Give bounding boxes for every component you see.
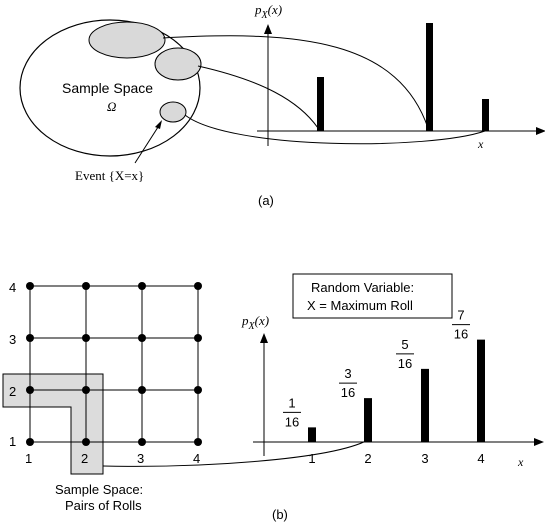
sample-space-pairs-line2: Pairs of Rolls — [65, 498, 142, 513]
pmf-bar-b-4 — [477, 339, 485, 442]
pmf-bar-b-1 — [308, 427, 316, 442]
fraction-denominator-2: 16 — [341, 385, 355, 400]
panel-a: Sample Space Ω Event {X=x} pX(x) x (a) — [19, 2, 545, 208]
sample-space-label: Sample Space — [62, 80, 153, 96]
sample-space-ellipse — [19, 19, 201, 157]
grid-col-label-3: 3 — [137, 451, 144, 466]
pmf-label-b: pX(x) — [241, 313, 269, 332]
event-blob-large — [88, 21, 166, 59]
x-tick-label-b-1: 1 — [308, 451, 315, 466]
roll-grid — [29, 285, 199, 443]
fraction-numerator-4: 7 — [457, 308, 464, 323]
random-variable-line1: Random Variable: — [311, 280, 414, 295]
mapping-curve-b — [102, 439, 369, 467]
pmf-bars-b: 1 1 16 2 3 16 3 5 16 4 7 16 — [283, 308, 485, 466]
event-blob-medium — [154, 47, 202, 81]
caption-b: (b) — [272, 507, 288, 522]
y-axis-a-arrow — [264, 24, 272, 34]
pmf-bar-a-3 — [482, 99, 489, 131]
random-variable-line2: X = Maximum Roll — [307, 298, 413, 313]
event-arrow — [134, 123, 161, 164]
fraction-numerator-2: 3 — [344, 366, 351, 381]
fraction-denominator-3: 16 — [398, 356, 412, 371]
grid-col-label-1: 1 — [25, 451, 32, 466]
fraction-numerator-1: 1 — [288, 395, 295, 410]
random-variable-box — [292, 273, 453, 319]
caption-a: (a) — [258, 193, 274, 208]
event-label: Event {X=x} — [75, 168, 144, 183]
x-tick-label-b-4: 4 — [477, 451, 484, 466]
grid-col-label-2: 2 — [81, 451, 88, 466]
pmf-label-a: pX(x) — [254, 2, 282, 21]
fraction-numerator-3: 5 — [401, 337, 408, 352]
event-blob-small — [159, 101, 187, 123]
x-axis-b-arrow — [534, 438, 544, 446]
panel-b: 4 3 2 1 1 2 3 4 Sample Space: Pairs of R… — [2, 273, 544, 522]
pmf-bar-b-2 — [364, 398, 372, 442]
mapping-curve-3 — [184, 114, 486, 145]
fraction-denominator-1: 16 — [285, 414, 299, 429]
x-axis-a-arrow — [536, 127, 545, 135]
roll-grid-points — [26, 282, 202, 446]
grid-row-label-3: 3 — [9, 332, 16, 347]
x-axis-label-a: x — [477, 137, 484, 151]
x-tick-label-b-3: 3 — [421, 451, 428, 466]
grid-row-label-1: 1 — [9, 434, 16, 449]
pmf-bar-a-2 — [426, 23, 433, 131]
fraction-denominator-4: 16 — [454, 327, 468, 342]
pmf-bar-b-3 — [421, 368, 429, 442]
y-axis-b-arrow — [260, 333, 268, 343]
pmf-bar-a-1 — [317, 77, 324, 131]
event-region-max-2 — [2, 373, 104, 475]
omega-symbol: Ω — [107, 99, 116, 114]
event-arrow-head — [155, 120, 162, 129]
grid-row-label-2: 2 — [9, 384, 16, 399]
grid-col-label-4: 4 — [193, 451, 200, 466]
mapping-curve-2 — [197, 65, 321, 132]
x-axis-label-b: x — [517, 455, 524, 469]
x-tick-label-b-2: 2 — [364, 451, 371, 466]
grid-row-label-4: 4 — [9, 280, 16, 295]
sample-space-pairs-line1: Sample Space: — [55, 482, 143, 497]
mapping-curve-1 — [162, 35, 430, 132]
